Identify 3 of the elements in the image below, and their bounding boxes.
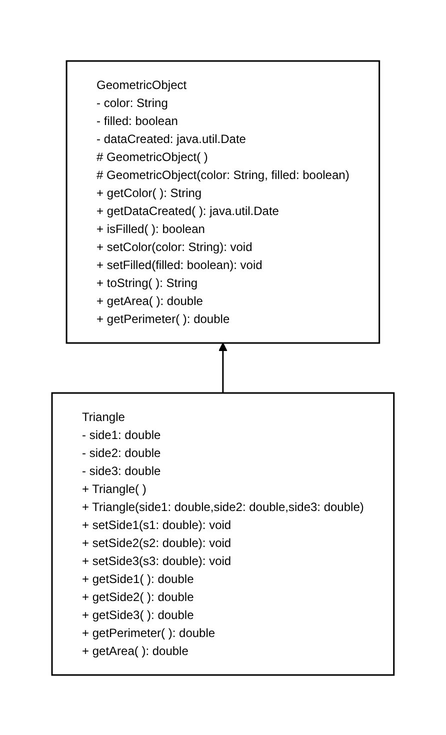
node-box: Triangle - side1: double - side2: double - side3: double + Triangle( ) + Triangle(side1: double,side2: double,side3: double) + setSide1(s1: double): void + setSide2(s2: double): void + setSide3(s3: double): void + getSide1( ): double + getSide2( ): double + getSide3( ): double + getPerimeter( ): double + getArea( ): double [51,392,395,676]
node-box: GeometricObject - color: String - filled: boolean - dataCreated: java.util.Date # GeometricObject( ) # GeometricObject(color: String, filled: boolean) + getColor( ): String + getDataCreated( ): java.util.Date + isFilled( ): boolean + setColor(color: String): void + setFilled(filled: boolean): void + toString( ): String + getArea( ): double + getPerimeter( ): double [66,60,380,344]
arrow [218,342,228,392]
